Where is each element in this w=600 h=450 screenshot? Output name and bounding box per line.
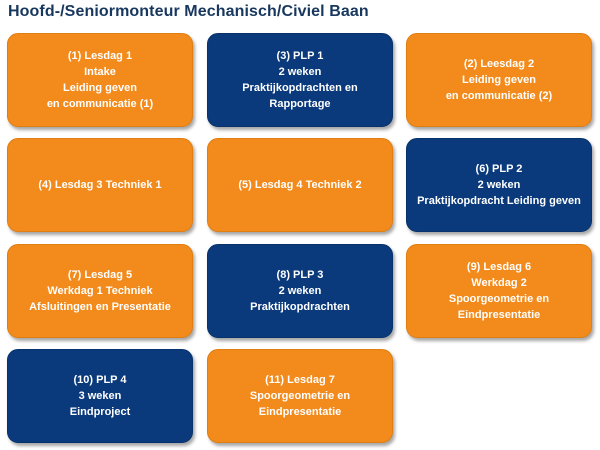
page-title: Hoofd-/Seniormonteur Mechanisch/Civiel B…: [8, 3, 369, 20]
box-4-lesdag-3: (4) Lesdag 3 Techniek 1: [7, 138, 193, 232]
box-2-lesdag-2: (2) Leesdag 2 Leiding geven en communica…: [406, 33, 592, 127]
box-6-plp-2: (6) PLP 2 2 weken Praktijkopdracht Leidi…: [406, 138, 592, 232]
box-11-lesdag-7: (11) Lesdag 7 Spoorgeometrie en Eindpres…: [207, 349, 393, 443]
box-9-lesdag-6: (9) Lesdag 6 Werkdag 2 Spoorgeometrie en…: [406, 244, 592, 338]
box-5-lesdag-4: (5) Lesdag 4 Techniek 2: [207, 138, 393, 232]
box-10-plp-4: (10) PLP 4 3 weken Eindproject: [7, 349, 193, 443]
box-8-plp-3: (8) PLP 3 2 weken Praktijkopdrachten: [207, 244, 393, 338]
box-1-lesdag-1: (1) Lesdag 1 Intake Leiding geven en com…: [7, 33, 193, 127]
box-7-lesdag-5: (7) Lesdag 5 Werkdag 1 Techniek Afsluiti…: [7, 244, 193, 338]
box-3-plp-1: (3) PLP 1 2 weken Praktijkopdrachten en …: [207, 33, 393, 127]
